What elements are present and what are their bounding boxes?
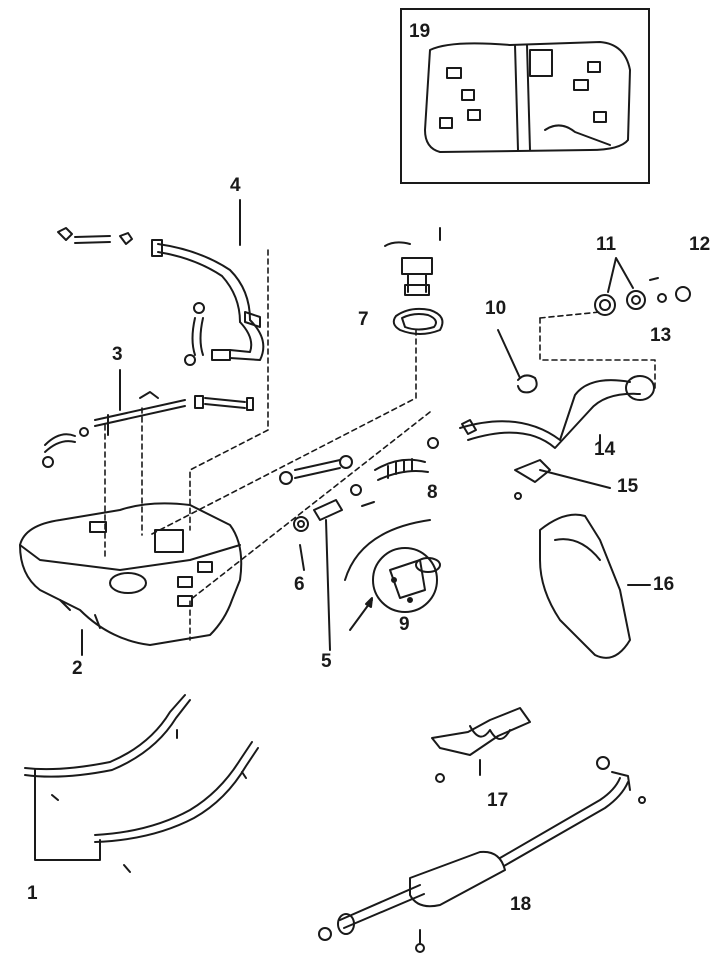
callout-10: 10 xyxy=(485,298,507,319)
exhaust-bracket-part-17 xyxy=(431,707,531,783)
callout-11: 11 xyxy=(596,234,617,255)
inset-frame xyxy=(400,8,650,184)
callout-2: 2 xyxy=(72,658,83,679)
dashed-leaders xyxy=(104,249,656,641)
callout-9: 9 xyxy=(399,614,410,635)
fuel-lines-part-4 xyxy=(57,199,265,366)
exhaust-pipe-part-18 xyxy=(318,756,646,953)
filler-seals-parts-11-13 xyxy=(594,257,691,316)
inset-fuel-tank-part-19 xyxy=(424,41,631,153)
callout-18: 18 xyxy=(510,894,532,915)
fuel-pump-assembly-part-7 xyxy=(384,227,444,335)
heat-shield-part-16 xyxy=(539,513,651,659)
callout-8: 8 xyxy=(427,482,438,503)
callout-13: 13 xyxy=(650,325,672,346)
grommet-detail-part-9 xyxy=(344,519,441,631)
clamp-part-10 xyxy=(497,329,538,394)
hoses-parts-5-6-8 xyxy=(279,437,439,651)
filler-bracket-part-15 xyxy=(514,459,611,500)
callout-17: 17 xyxy=(487,790,509,811)
callout-16: 16 xyxy=(653,574,675,595)
callout-12: 12 xyxy=(689,234,711,255)
callout-4: 4 xyxy=(230,175,241,196)
bracket-and-hoses-part-3 xyxy=(42,369,254,468)
callout-1: 1 xyxy=(27,883,38,904)
callout-19: 19 xyxy=(409,21,431,42)
callout-3: 3 xyxy=(112,344,123,365)
tank-straps-part-1 xyxy=(24,694,259,873)
filler-pipe-part-14 xyxy=(459,375,655,449)
callout-6: 6 xyxy=(294,574,305,595)
callout-5: 5 xyxy=(321,651,332,672)
fuel-tank-part-2 xyxy=(19,502,243,656)
callout-7: 7 xyxy=(358,309,369,330)
callout-15: 15 xyxy=(617,476,639,497)
callout-14: 14 xyxy=(594,439,616,460)
